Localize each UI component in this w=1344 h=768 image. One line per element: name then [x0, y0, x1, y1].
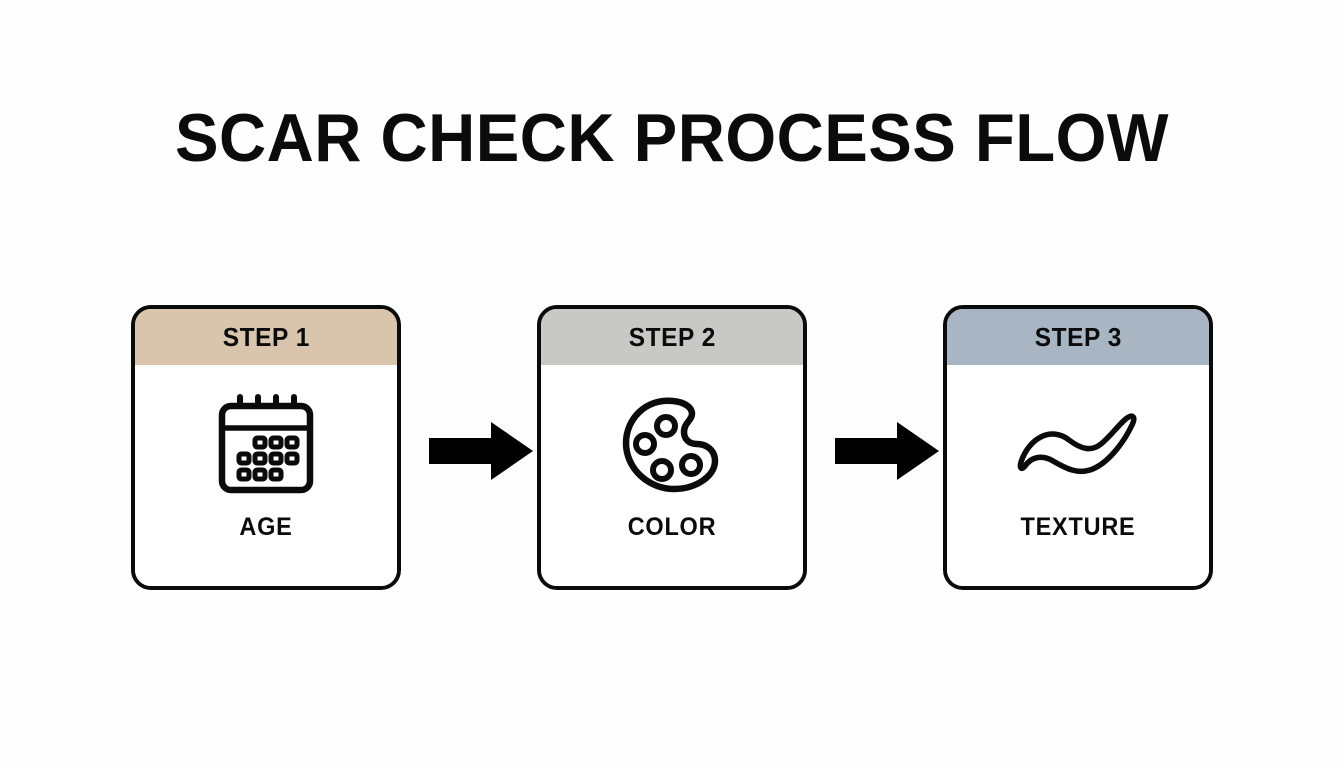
arrow-right-icon-1 — [429, 422, 533, 480]
palette-icon — [609, 389, 735, 501]
step-card-2-body: COLOR — [541, 365, 803, 586]
step-card-3-header-label: STEP 3 — [1034, 321, 1122, 352]
step-card-2-header: STEP 2 — [541, 309, 803, 365]
step-card-1-body: AGE — [135, 365, 397, 586]
step-card-2-header-label: STEP 2 — [628, 321, 716, 352]
step-card-2-label: COLOR — [541, 513, 803, 542]
process-flow-row: STEP 1 — [131, 305, 1213, 590]
calendar-icon — [203, 389, 329, 501]
step-card-1-label: AGE — [135, 513, 397, 542]
step-card-3-header: STEP 3 — [947, 309, 1209, 365]
step-card-2-label-text: COLOR — [627, 513, 717, 541]
step-card-1[interactable]: STEP 1 — [131, 305, 401, 590]
step-card-3-body: TEXTURE — [947, 365, 1209, 586]
step-card-3-label-text: TEXTURE — [1020, 513, 1136, 541]
wave-texture-icon — [1015, 389, 1141, 501]
step-card-1-label-text: AGE — [239, 513, 293, 541]
step-card-3[interactable]: STEP 3 TEXTURE — [943, 305, 1213, 590]
step-card-1-header-label: STEP 1 — [222, 321, 310, 352]
step-card-1-header: STEP 1 — [135, 309, 397, 365]
step-card-2[interactable]: STEP 2 COLOR — [537, 305, 807, 590]
page-title: SCAR CHECK PROCESS FLOW — [175, 100, 1169, 176]
step-card-3-label: TEXTURE — [947, 513, 1209, 542]
arrow-right-icon-2 — [835, 422, 939, 480]
